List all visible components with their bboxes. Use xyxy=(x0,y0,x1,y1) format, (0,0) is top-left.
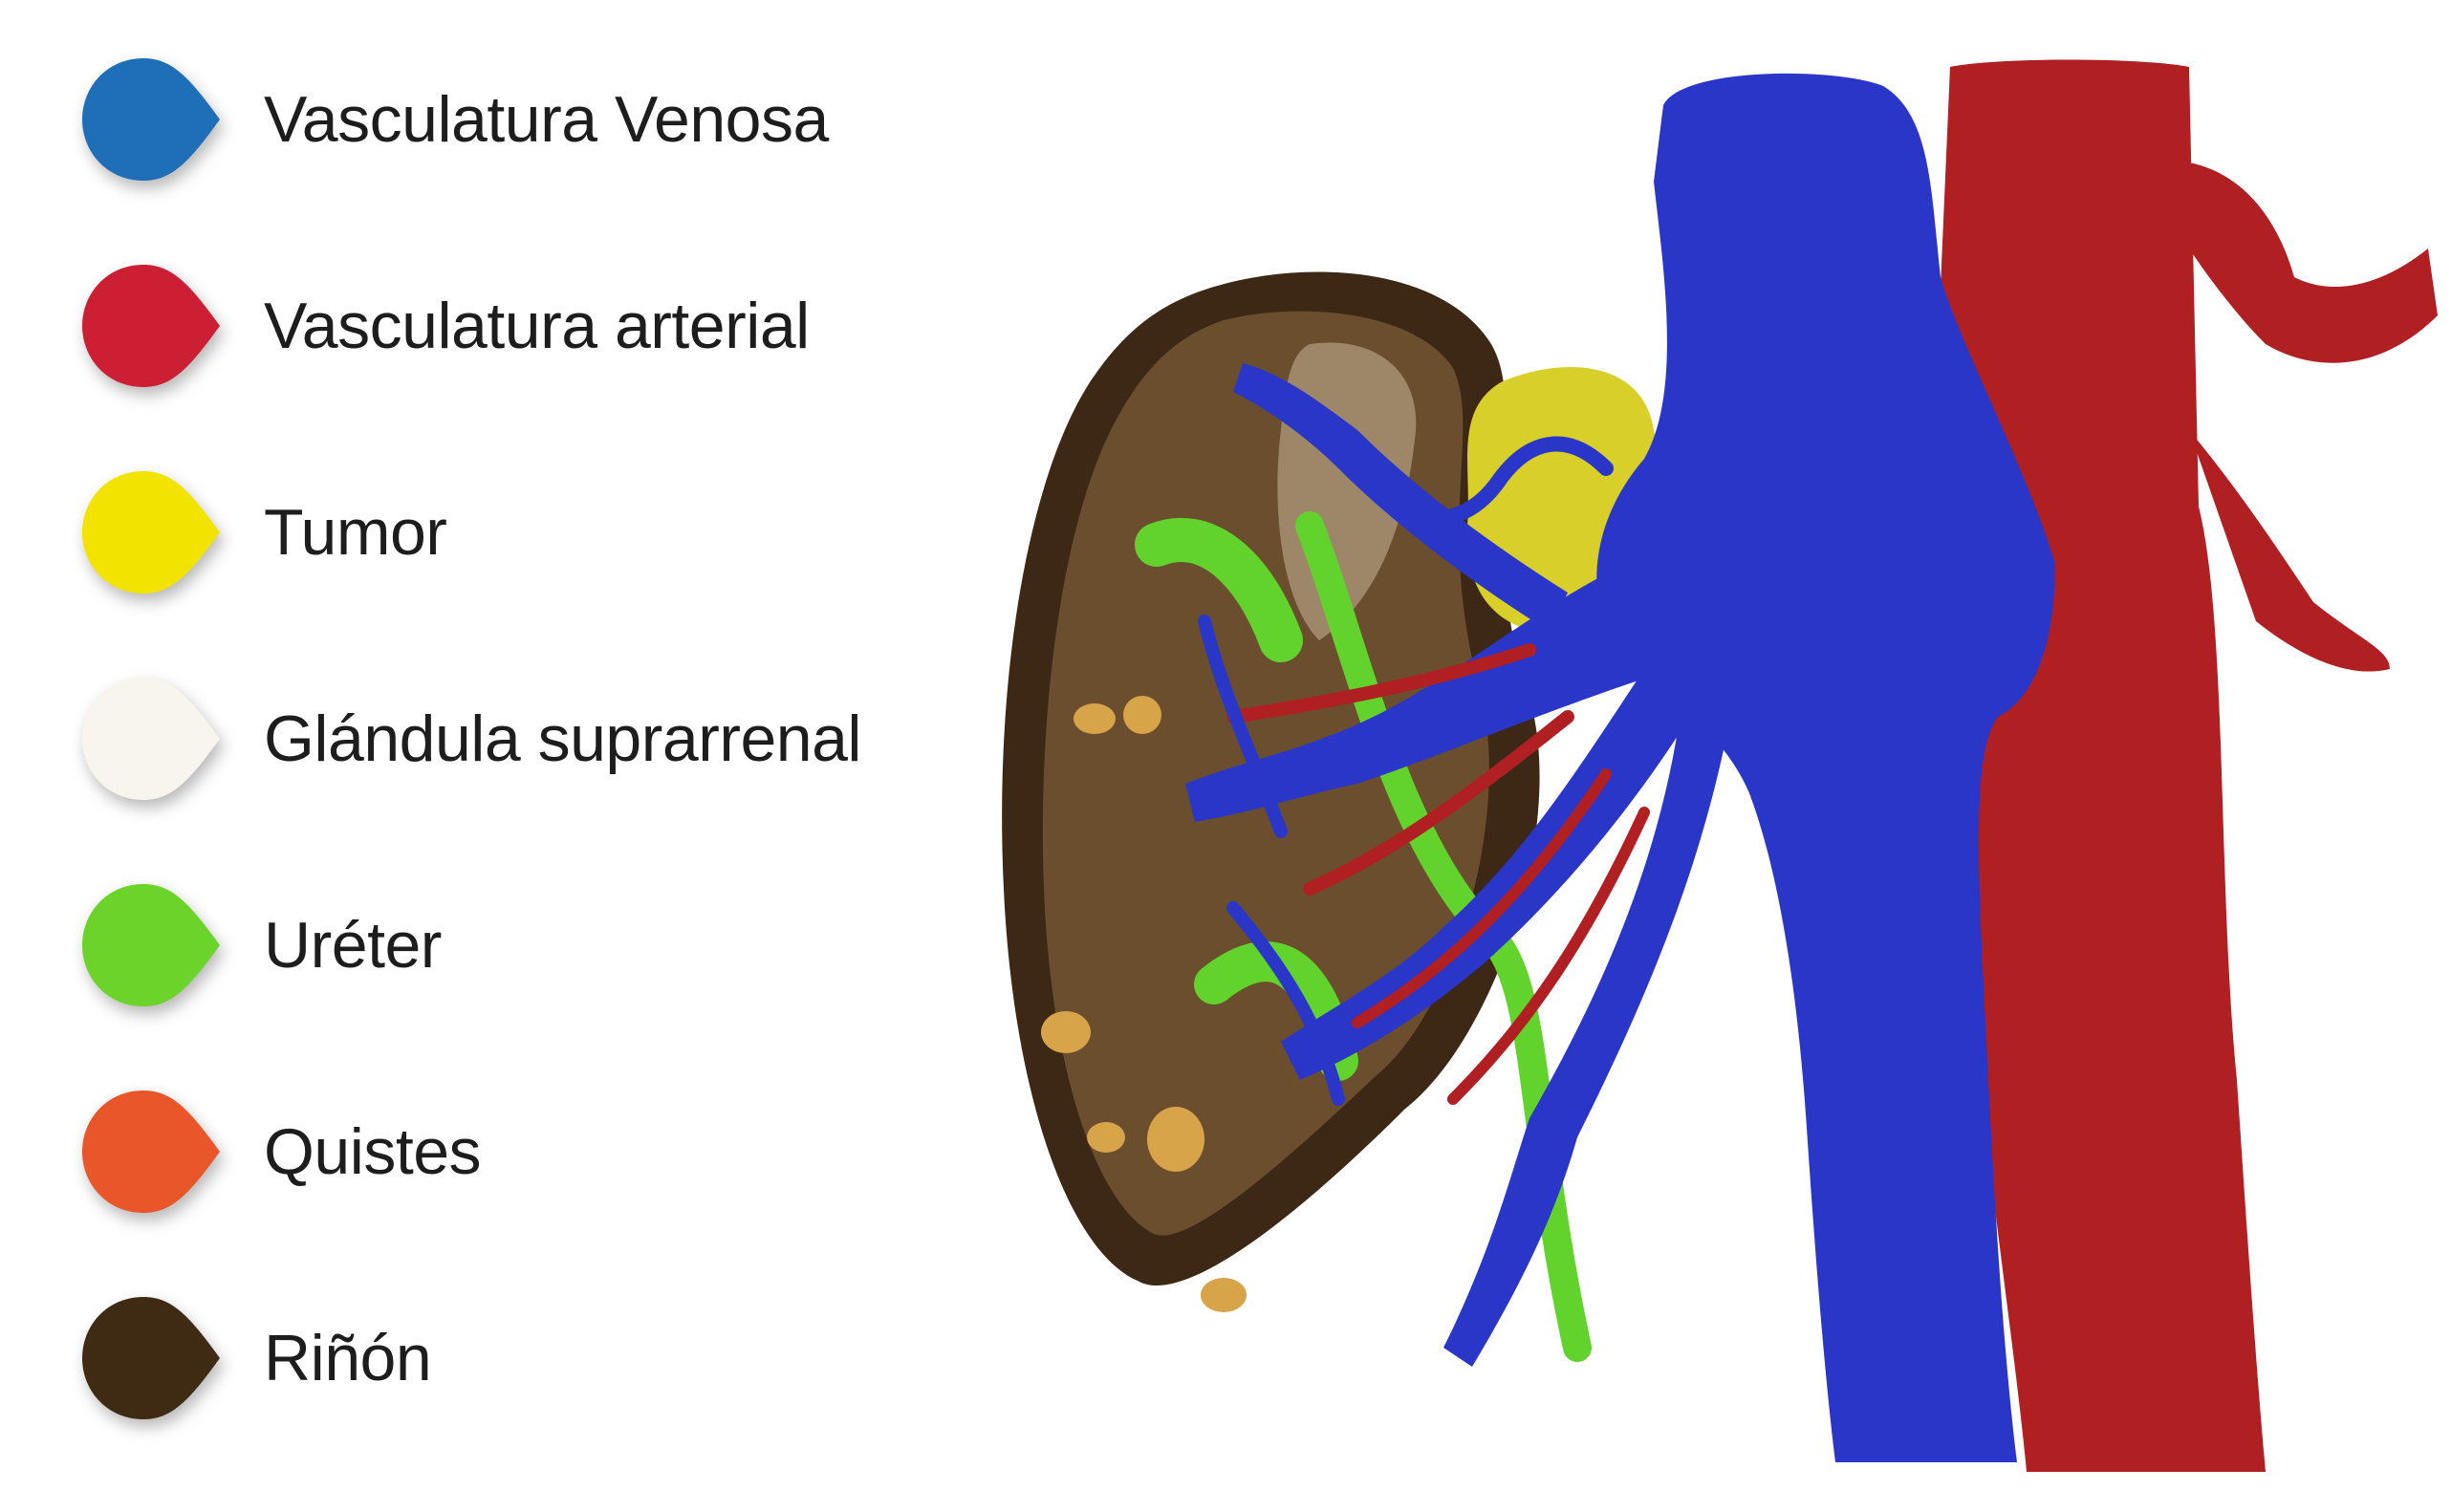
vena-cava xyxy=(1185,73,2055,1462)
vein-branch xyxy=(1198,615,1288,838)
cyst xyxy=(1147,1107,1204,1172)
marker-shape xyxy=(82,884,220,1006)
marker-shape xyxy=(82,678,220,800)
fine-vessels xyxy=(1198,436,1650,1106)
renal-vein xyxy=(1281,640,1702,1080)
legend-label: Vasculatura arterial xyxy=(264,290,810,362)
cyst xyxy=(1074,703,1116,734)
ureter-marker-icon xyxy=(82,884,220,1006)
renal-vein xyxy=(1443,698,1730,1367)
marker-shape xyxy=(82,1297,220,1419)
aorta-branch xyxy=(2189,430,2390,672)
artery-branch xyxy=(1352,768,1612,1028)
legend: Vasculatura Venosa Vasculatura arterial … xyxy=(76,53,937,1498)
legend-label: Riñón xyxy=(264,1322,432,1394)
adrenal-marker-icon xyxy=(82,678,220,800)
legend-item-kidney: Riñón xyxy=(76,1291,937,1425)
legend-item-ureter: Uréter xyxy=(76,878,937,1012)
vena-cava-trunk xyxy=(1596,73,2055,1462)
aorta-branch xyxy=(2189,162,2438,363)
cysts xyxy=(1041,696,1247,1312)
artery-branch xyxy=(1447,807,1650,1105)
marker-shape xyxy=(82,1091,220,1213)
cyst xyxy=(1041,1011,1091,1053)
legend-item-tumor: Tumor xyxy=(76,465,937,599)
legend-label: Tumor xyxy=(264,496,447,569)
tumor-marker-icon xyxy=(82,471,220,594)
vein-branch xyxy=(1226,901,1345,1106)
vein-branch xyxy=(1407,436,1614,527)
legend-label: Glándula suprarrenal xyxy=(264,702,862,775)
cyst xyxy=(1201,1278,1247,1312)
kidney-vascular-illustration xyxy=(1002,59,2438,1472)
legend-label: Quistes xyxy=(264,1115,482,1188)
legend-label: Uréter xyxy=(264,909,442,982)
marker-shape xyxy=(82,265,220,387)
cyst xyxy=(1087,1122,1125,1153)
marker-shape xyxy=(82,58,220,181)
legend-item-cysts: Quistes xyxy=(76,1085,937,1219)
cysts-marker-icon xyxy=(82,1091,220,1213)
artery-branch xyxy=(1303,710,1574,896)
venous-marker-icon xyxy=(82,58,220,181)
renal-vein xyxy=(1185,564,1644,822)
legend-item-venous: Vasculatura Venosa xyxy=(76,53,937,186)
legend-label: Vasculatura Venosa xyxy=(264,83,829,156)
artery-branch xyxy=(1226,643,1536,724)
ureter-branch xyxy=(1135,518,1303,662)
marker-shape xyxy=(82,471,220,594)
cyst xyxy=(1123,696,1161,734)
arterial-marker-icon xyxy=(82,265,220,387)
renal-vein xyxy=(1233,363,1568,631)
legend-item-arterial: Vasculatura arterial xyxy=(76,259,937,393)
legend-item-adrenal: Glándula suprarrenal xyxy=(76,672,937,806)
aorta-trunk xyxy=(1931,59,2266,1472)
kidney-marker-icon xyxy=(82,1297,220,1419)
